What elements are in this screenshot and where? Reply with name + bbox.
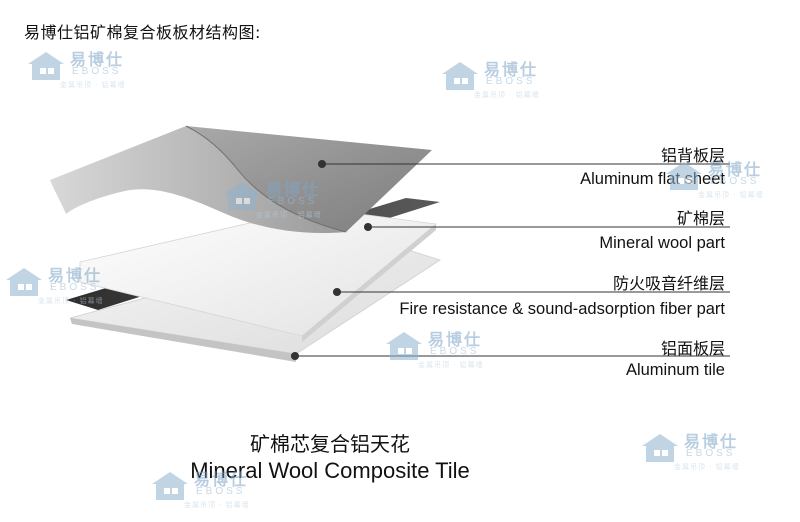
caption-cn: 矿棉芯复合铝天花 <box>250 432 410 456</box>
mineral-wool-edge <box>302 224 436 342</box>
leader-lines <box>290 159 730 361</box>
label-en-aluminum-tile: Aluminum tile <box>625 361 725 379</box>
label-cn-aluminum-tile: 铝面板层 <box>660 339 725 358</box>
label-en-mineral-wool: Mineral wool part <box>599 234 725 252</box>
aluminum-back-sheet-curl <box>50 126 346 234</box>
label-en-aluminum-back: Aluminum flat sheet <box>580 170 725 188</box>
label-en-fiber: Fire resistance & sound-adsorption fiber… <box>399 300 725 318</box>
aluminum-tile-edge <box>70 318 296 362</box>
aluminum-back-sheet <box>186 126 432 232</box>
leader-dot-4 <box>290 351 300 361</box>
leader-dot-3 <box>332 287 342 297</box>
leader-dot-1 <box>317 159 327 169</box>
label-cn-fiber: 防火吸音纤维层 <box>612 274 725 293</box>
label-cn-aluminum-back: 铝背板层 <box>660 146 725 165</box>
page-title: 易博仕铝矿棉复合板板材结构图: <box>24 23 261 42</box>
leader-dot-2 <box>363 222 373 232</box>
caption-en: Mineral Wool Composite Tile <box>190 458 470 483</box>
label-cn-mineral-wool: 矿棉层 <box>676 209 725 228</box>
